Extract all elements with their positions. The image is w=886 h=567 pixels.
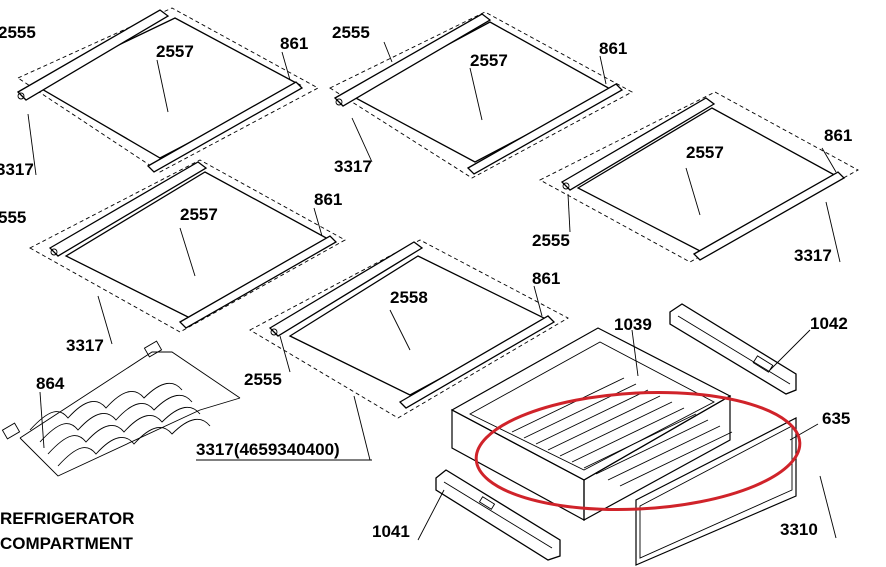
- drawer-assembly: [417, 303, 837, 566]
- label-drawer-635: 635: [822, 409, 850, 428]
- label-s1-2557: 2557: [156, 42, 194, 61]
- shelf-assembly-3: [29, 159, 346, 345]
- label-s4-3317: 3317: [794, 246, 832, 265]
- label-drawer-1041: 1041: [372, 522, 410, 541]
- shelf-assembly-2: [329, 11, 633, 179]
- label-s2-2555: 2555: [332, 23, 370, 42]
- label-drawer-1042: 1042: [810, 314, 848, 333]
- label-s2-3317: 3317: [334, 157, 372, 176]
- label-s4-2557: 2557: [686, 143, 724, 162]
- section-title: REFRIGERATOR COMPARTMENT: [0, 509, 134, 553]
- drawer-floor-slats: [511, 377, 733, 487]
- shelf-assembly-4: [539, 91, 859, 263]
- wine-rack: [1, 340, 241, 477]
- section-title-line-2: COMPARTMENT: [0, 534, 133, 553]
- label-s5-2555: 2555: [244, 370, 282, 389]
- right-drawer-runner: [669, 303, 797, 395]
- label-s5-2558: 2558: [390, 288, 428, 307]
- highlight-ellipse: [474, 390, 802, 512]
- label-s2-861: 861: [599, 39, 627, 58]
- label-s3-861: 861: [314, 190, 342, 209]
- label-drawer-3310: 3310: [780, 520, 818, 539]
- section-title-line-1: REFRIGERATOR: [0, 509, 134, 528]
- label-s3-2557: 2557: [180, 205, 218, 224]
- label-s3-3317: 3317: [66, 336, 104, 355]
- label-s1-3317: 3317: [0, 160, 34, 179]
- callout-labels: 2555 2557 861 3317 2555 2557 861 3317 55…: [0, 23, 852, 541]
- shelf-assembly-5: [196, 239, 569, 461]
- label-s4-2555: 2555: [532, 231, 570, 250]
- label-s2-2557: 2557: [470, 51, 508, 70]
- label-s1-861: 861: [280, 34, 308, 53]
- label-drawer-1039: 1039: [614, 315, 652, 334]
- label-s5-3317-part-number: 3317(4659340400): [196, 440, 340, 459]
- label-s5-861: 861: [532, 269, 560, 288]
- shelf-assembly-1: [16, 7, 319, 176]
- label-s3-555: 555: [0, 208, 26, 227]
- label-s4-861: 861: [824, 126, 852, 145]
- label-rack-864: 864: [36, 374, 65, 393]
- label-s1-2555: 2555: [0, 23, 36, 42]
- left-drawer-runner: [435, 469, 561, 561]
